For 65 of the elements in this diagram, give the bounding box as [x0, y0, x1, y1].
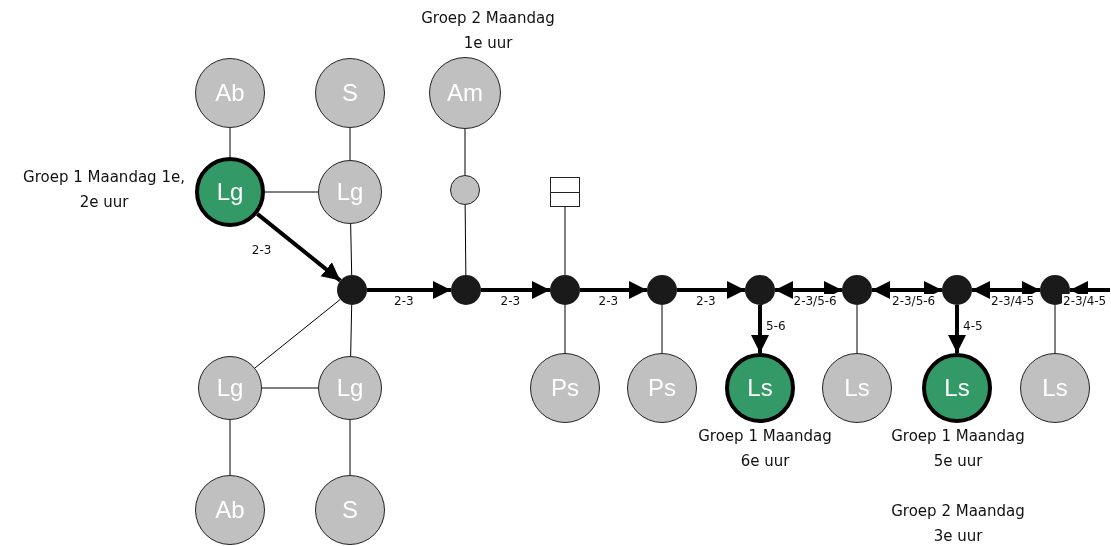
edge-label: 5-6: [765, 319, 787, 333]
connector-line: [564, 206, 566, 276]
arrow: [972, 281, 1040, 299]
connector-line: [1054, 304, 1056, 354]
node-label: Lg: [216, 376, 244, 400]
edge-label: 2-3: [695, 294, 717, 308]
node-label: Ls: [747, 376, 773, 400]
connector-line: [264, 191, 319, 193]
edge-label: 2-3: [393, 294, 415, 308]
edge-label: 2-3/4-5: [990, 294, 1036, 308]
connector-line: [564, 304, 566, 354]
arrow: [775, 281, 842, 299]
connector-line: [464, 128, 466, 176]
edge-label: 2-3: [499, 294, 522, 308]
junction-dot: [550, 275, 580, 305]
node-label: Ls: [944, 376, 970, 400]
connector-line: [229, 127, 231, 158]
group-time-note: Groep 1 Maandag 1e, 2e uur: [22, 167, 186, 213]
node-label: Ab: [215, 81, 245, 105]
arrow: [256, 212, 342, 283]
edge-label: 2-3/4-5: [1062, 294, 1108, 308]
edge-label: 2-3/5-6: [891, 294, 937, 308]
arrow: [677, 281, 745, 299]
junction-dot: [842, 275, 872, 305]
connector-line: [464, 204, 467, 276]
junction-dot: [451, 275, 481, 305]
connector-line: [350, 223, 353, 276]
junction-dot: [942, 275, 972, 305]
node-label: Ps: [551, 376, 579, 400]
connector-line: [229, 419, 231, 476]
junction-dot: [647, 275, 677, 305]
group-time-note: Groep 1 Maandag 6e uur: [697, 426, 833, 472]
junction-dot: [745, 275, 775, 305]
node-label: Am: [447, 81, 483, 105]
arrow: [580, 281, 647, 299]
node-label: Lg: [216, 180, 244, 204]
connector-line: [350, 304, 353, 357]
small-circle: [450, 175, 480, 205]
group-time-note: Groep 2 Maandag 3e uur: [890, 501, 1026, 546]
edge-label: 2-3/5-6: [792, 294, 838, 308]
arrow: [872, 281, 942, 299]
connector-line: [254, 298, 341, 369]
node-label: Ps: [648, 376, 676, 400]
arrow: [481, 281, 550, 299]
connector-line: [661, 304, 663, 354]
node-label: S: [342, 498, 358, 522]
node-label: Ab: [215, 498, 245, 522]
connector-line: [349, 419, 351, 476]
group-time-note: Groep 1 Maandag 5e uur: [890, 426, 1026, 472]
group-time-note: Groep 2 Maandag 1e uur: [420, 8, 556, 54]
edge-label: 2-3: [597, 294, 620, 308]
arrow: [751, 305, 769, 353]
connector-line: [856, 304, 858, 354]
node-label: Lg: [336, 180, 364, 204]
split-box: [550, 177, 580, 207]
arrow: [367, 281, 451, 299]
node-label: Ls: [1042, 376, 1068, 400]
junction-dot: [337, 275, 367, 305]
edge-label: 4-5: [962, 319, 984, 333]
node-label: Ls: [844, 376, 870, 400]
node-label: S: [342, 81, 358, 105]
node-label: Lg: [336, 376, 364, 400]
arrow: [948, 305, 966, 353]
connector-line: [261, 387, 319, 389]
connector-line: [349, 127, 351, 161]
